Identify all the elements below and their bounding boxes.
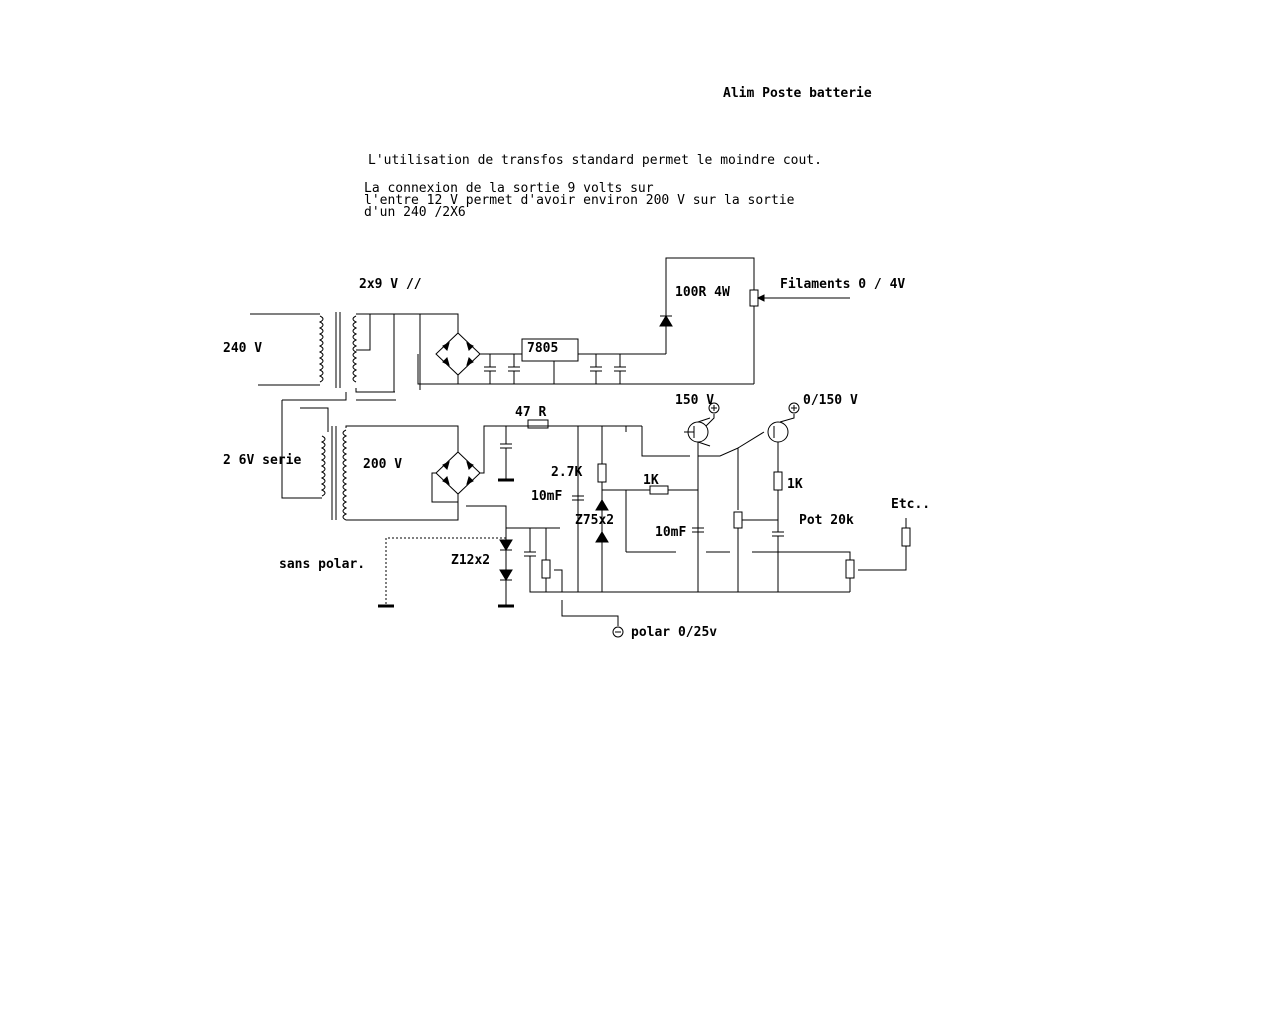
label-2k7: 2.7K bbox=[551, 465, 583, 480]
label-240v: 240 V bbox=[223, 341, 263, 356]
label-sans-polar: sans polar. bbox=[279, 557, 366, 572]
label-10mf-b: 10mF bbox=[655, 525, 687, 540]
label-etc: Etc.. bbox=[891, 497, 931, 512]
label-1k-b: 1K bbox=[787, 477, 803, 492]
label-150v: 150 V bbox=[675, 393, 715, 408]
label-filaments: Filaments 0 / 4V bbox=[780, 277, 906, 292]
label-47r: 47 R bbox=[515, 405, 547, 420]
label-polar: polar 0/25v bbox=[631, 625, 718, 640]
reg-caps bbox=[590, 354, 626, 384]
lower-transformer bbox=[281, 392, 459, 521]
label-z75x2: Z75x2 bbox=[575, 513, 615, 528]
upper-bridge bbox=[417, 313, 754, 385]
regulator-7805-box bbox=[521, 338, 579, 362]
label-2x9v: 2x9 V // bbox=[359, 277, 422, 292]
label-200v: 200 V bbox=[363, 457, 403, 472]
page-title: Alim Poste batterie bbox=[723, 86, 872, 101]
label-1k-a: 1K bbox=[643, 473, 659, 488]
label-z12x2: Z12x2 bbox=[451, 553, 491, 568]
note-line-4: d'un 240 /2X6 bbox=[364, 205, 466, 220]
note-line-3: l'entre 12 V permet d'avoir environ 200 … bbox=[364, 193, 795, 208]
lower-bridge bbox=[431, 425, 642, 503]
label-0-150v: 0/150 V bbox=[803, 393, 858, 408]
upper-caps bbox=[484, 354, 520, 384]
upper-transformer bbox=[250, 312, 421, 393]
label-2-6v-serie: 2 6V serie bbox=[223, 453, 302, 468]
note-line-1: L'utilisation de transfos standard perme… bbox=[368, 153, 822, 168]
label-7805: 7805 bbox=[527, 341, 559, 356]
note-line-2: La connexion de la sortie 9 volts sur bbox=[364, 181, 654, 196]
label-100r-4w: 100R 4W bbox=[675, 285, 730, 300]
label-10mf-a: 10mF bbox=[531, 489, 563, 504]
label-pot-20k: Pot 20k bbox=[799, 513, 854, 528]
